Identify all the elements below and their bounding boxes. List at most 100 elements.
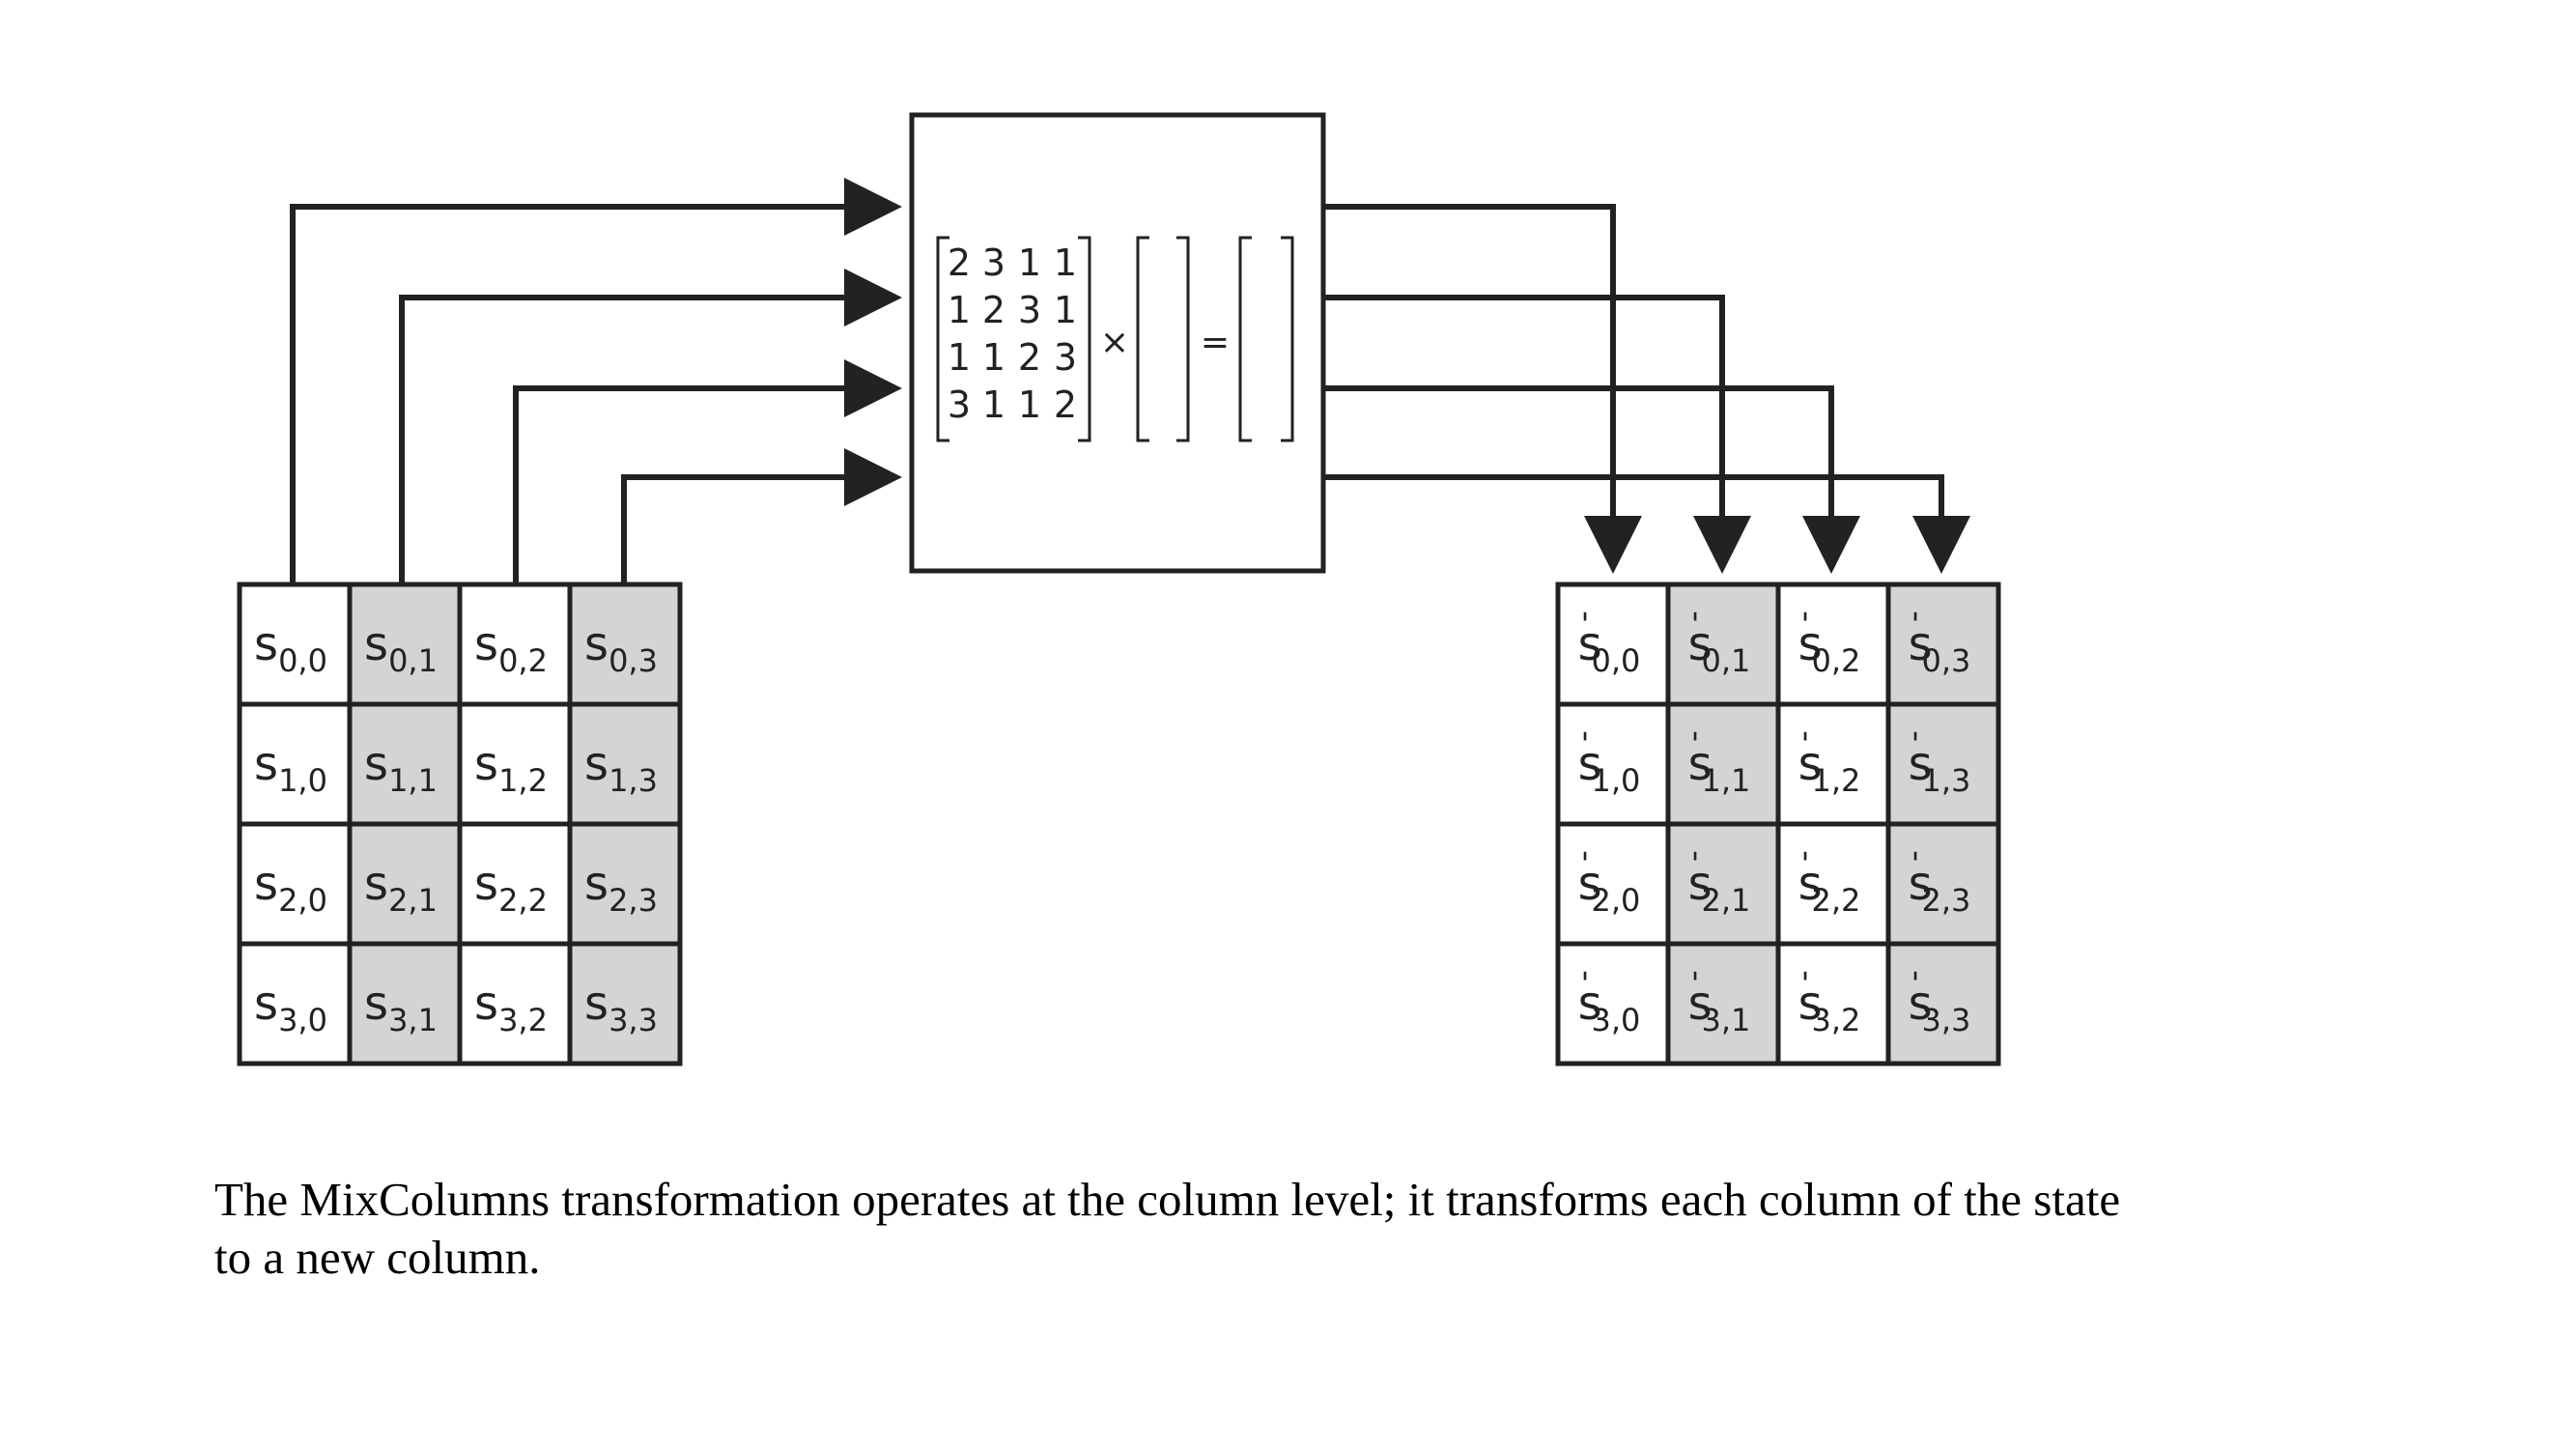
state-symbol: s — [1578, 977, 1602, 1031]
prime-mark: ' — [1691, 845, 1700, 882]
result-left-bracket — [1238, 236, 1252, 442]
output-cell-0-2 — [1775, 582, 1891, 707]
output-cell-3-3 — [1885, 941, 2001, 1066]
input-cell-label: s2,0 — [254, 857, 327, 919]
input-cell-label: s1,2 — [474, 737, 548, 799]
matrix-entry: 1 — [1018, 242, 1041, 284]
prime-mark: ' — [1581, 845, 1590, 882]
prime-mark: ' — [1691, 965, 1700, 1002]
output-cell-label: s'3,0 — [1578, 965, 1641, 1038]
state-symbol: s — [364, 737, 388, 791]
cell-index: 0,0 — [1591, 642, 1640, 679]
input-cell-3-1 — [347, 941, 463, 1066]
output-cell-2-3 — [1885, 821, 2001, 947]
prime-mark: ' — [1801, 965, 1810, 1002]
matrix-entry: 3 — [1054, 336, 1077, 379]
matrix-entry: 1 — [1054, 289, 1077, 331]
cell-index: 2,3 — [1921, 882, 1970, 919]
state-symbol: s — [254, 977, 278, 1031]
state-symbol: s — [254, 617, 278, 671]
input-arrow-col-0 — [290, 178, 902, 583]
output-cell-0-0 — [1555, 582, 1671, 707]
output-cell-label: s'0,2 — [1798, 606, 1861, 679]
prime-mark: ' — [1691, 606, 1700, 642]
prime-mark: ' — [1911, 606, 1920, 642]
cell-index: 3,1 — [388, 1002, 438, 1038]
cell-index: 2,1 — [1701, 882, 1750, 919]
input-cell-label: s0,1 — [364, 617, 438, 679]
output-cell-1-1 — [1665, 701, 1781, 827]
cell-index: 2,3 — [609, 882, 658, 919]
state-symbol: s — [474, 977, 498, 1031]
input-cell-label: s3,1 — [364, 977, 438, 1038]
state-symbol: s — [1798, 857, 1823, 911]
input-cell-0-3 — [567, 582, 683, 707]
cell-index: 0,0 — [278, 642, 327, 679]
cell-index: 3,3 — [609, 1002, 658, 1038]
prime-mark: ' — [1911, 845, 1920, 882]
cell-index: 2,2 — [1811, 882, 1860, 919]
input-arrow-col-3 — [621, 448, 902, 583]
prime-mark: ' — [1581, 606, 1590, 642]
cell-index: 3,2 — [498, 1002, 548, 1038]
vector-left-bracket — [1136, 236, 1149, 442]
cell-index: 0,3 — [1921, 642, 1970, 679]
prime-mark: ' — [1581, 965, 1590, 1002]
state-symbol: s — [364, 617, 388, 671]
state-symbol: s — [1909, 737, 1933, 791]
output-cell-label: s'1,0 — [1578, 725, 1641, 799]
cell-index: 1,0 — [1591, 762, 1640, 799]
output-cell-2-2 — [1775, 821, 1891, 947]
output-cell-label: s'3,2 — [1798, 965, 1861, 1038]
equals-operator: = — [1201, 323, 1230, 362]
output-arrow-col-1 — [1325, 295, 1751, 574]
state-symbol: s — [1688, 857, 1713, 911]
prime-mark: ' — [1911, 965, 1920, 1002]
output-arrow-col-2 — [1325, 385, 1860, 574]
state-symbol: s — [1688, 617, 1713, 671]
output-cell-label: s'1,1 — [1688, 725, 1751, 799]
input-cell-label: s2,3 — [584, 857, 658, 919]
input-arrow-col-2 — [513, 359, 902, 583]
matrix-entry: 3 — [948, 384, 971, 426]
state-symbol: s — [1578, 857, 1602, 911]
prime-mark: ' — [1801, 725, 1810, 762]
cell-index: 1,3 — [1921, 762, 1970, 799]
output-cell-0-1 — [1665, 582, 1781, 707]
cell-index: 0,3 — [609, 642, 658, 679]
matrix-entry: 1 — [1054, 242, 1077, 284]
cell-index: 3,0 — [1591, 1002, 1640, 1038]
vector-right-bracket — [1176, 236, 1190, 442]
multiply-operator: × — [1100, 323, 1129, 362]
input-cell-3-0 — [237, 941, 353, 1066]
output-cell-1-2 — [1775, 701, 1891, 827]
output-cell-3-2 — [1775, 941, 1891, 1066]
matrix-entry: 1 — [948, 289, 971, 331]
state-symbol: s — [1578, 617, 1602, 671]
state-symbol: s — [1578, 737, 1602, 791]
state-symbol: s — [364, 977, 388, 1031]
state-symbol: s — [1798, 617, 1823, 671]
cell-index: 1,0 — [278, 762, 327, 799]
cell-index: 3,3 — [1921, 1002, 1970, 1038]
prime-mark: ' — [1911, 725, 1920, 762]
output-cell-1-3 — [1885, 701, 2001, 827]
input-cell-label: s1,1 — [364, 737, 438, 799]
output-cell-label: s'2,0 — [1578, 845, 1641, 919]
input-cell-label: s0,0 — [254, 617, 327, 679]
output-cell-0-3 — [1885, 582, 2001, 707]
input-cell-label: s0,3 — [584, 617, 658, 679]
output-cell-3-1 — [1665, 941, 1781, 1066]
state-symbol: s — [474, 737, 498, 791]
state-symbol: s — [1909, 977, 1933, 1031]
cell-index: 0,1 — [388, 642, 438, 679]
output-cell-3-0 — [1555, 941, 1671, 1066]
matrix-entry: 2 — [948, 242, 971, 284]
state-symbol: s — [1688, 737, 1713, 791]
matrix-entry: 1 — [948, 336, 971, 379]
input-cell-label: s3,0 — [254, 977, 327, 1038]
output-cell-label: s'2,1 — [1688, 845, 1751, 919]
output-arrows — [1325, 204, 1970, 574]
